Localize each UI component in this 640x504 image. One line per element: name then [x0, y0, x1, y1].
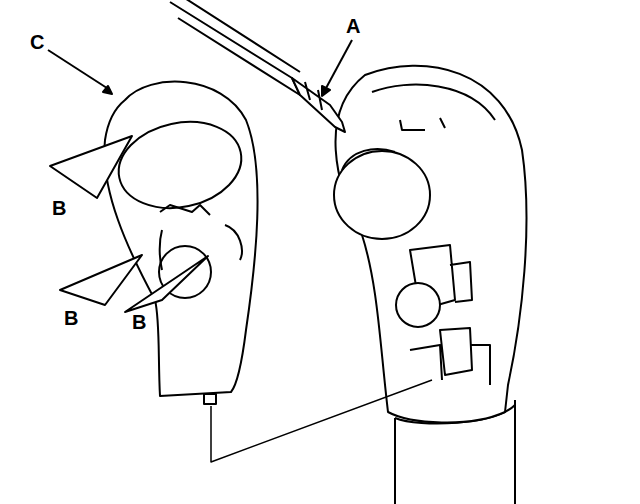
leader-line-a	[325, 40, 352, 90]
arrowhead-a	[322, 86, 330, 96]
knob-internal-parts	[410, 328, 490, 385]
cover-tab	[160, 205, 210, 215]
arrow-b	[60, 255, 142, 305]
arrow-b	[125, 256, 208, 312]
knob-small-button	[396, 283, 440, 327]
cover-hook	[204, 394, 216, 404]
button-rim	[342, 149, 395, 170]
screwdriver-shaft	[170, 0, 300, 95]
callout-letter: B	[64, 308, 78, 328]
knob-detail	[372, 85, 495, 130]
callout-letter: A	[346, 16, 360, 36]
callout-letter: B	[52, 198, 66, 218]
callout-letter: C	[30, 32, 44, 52]
arrowhead-c	[103, 86, 112, 94]
cover-shell	[104, 82, 257, 396]
shift-knob-body	[336, 66, 527, 423]
knob-button	[334, 151, 430, 239]
cover-opening	[111, 111, 250, 219]
callout-letter: B	[132, 312, 146, 332]
screwdriver-tip	[292, 78, 345, 132]
alignment-leader-line	[211, 380, 432, 462]
leader-line-c	[48, 50, 110, 90]
arrow-b	[50, 136, 132, 198]
